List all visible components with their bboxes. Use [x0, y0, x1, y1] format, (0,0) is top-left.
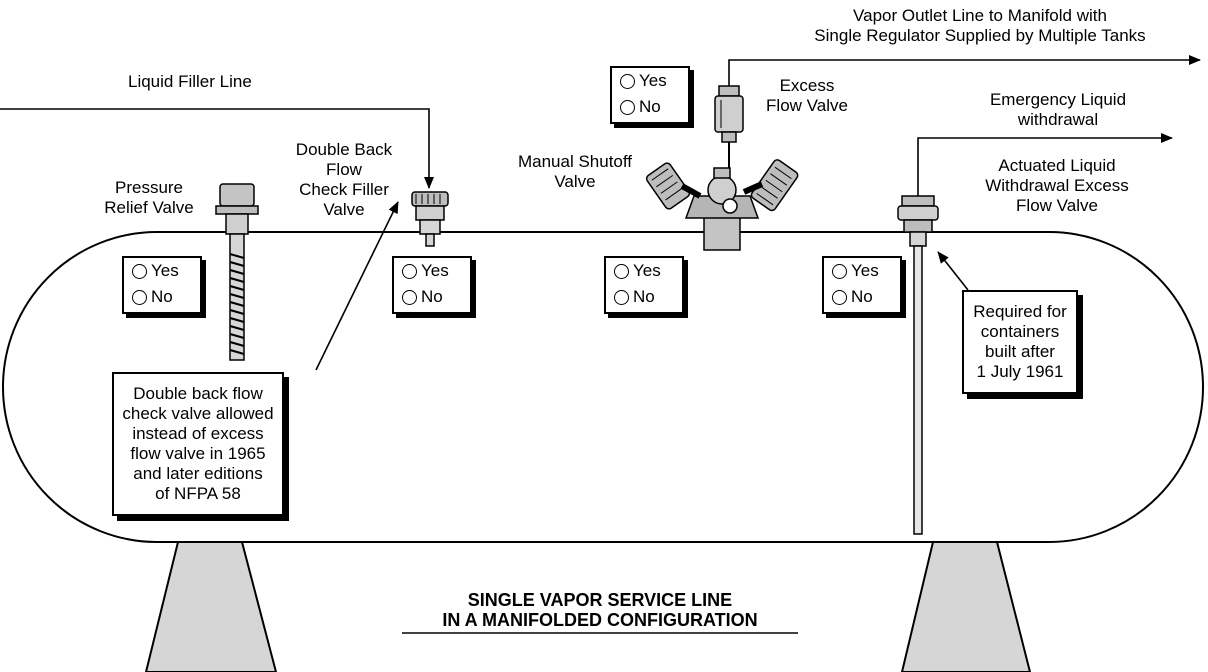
double-back-label: Double Back Flow Check Filler Valve	[264, 140, 424, 220]
no-label: No	[633, 287, 655, 306]
double-back-label-line1: Double Back	[295, 140, 393, 159]
double-back-note-line4: flow valve in 1965	[130, 444, 266, 463]
required-note-line4: 1 July 1961	[976, 362, 1064, 381]
double-back-yes-no-box: Yes No	[392, 256, 472, 314]
manual-shutoff-yes-no-box: Yes No	[604, 256, 684, 314]
manual-shutoff-label: Manual Shutoff Valve	[500, 152, 650, 192]
actuated-valve	[897, 195, 939, 535]
note-pointer-actuated	[937, 251, 969, 291]
actuated-liquid-yes-no-box: Yes No	[822, 256, 902, 314]
required-note-line1: Required for	[973, 302, 1067, 321]
required-note-line3: built after	[985, 342, 1055, 361]
double-back-no-option[interactable]: No	[394, 284, 470, 310]
double-back-label-line3: Check Filler	[299, 180, 389, 199]
pressure-relief-yes-option[interactable]: Yes	[124, 258, 200, 284]
pressure-relief-no-option[interactable]: No	[124, 284, 200, 310]
no-label: No	[421, 287, 443, 306]
yes-label: Yes	[633, 261, 661, 280]
liquid-filler-label: Liquid Filler Line	[128, 72, 252, 91]
radio-icon[interactable]	[832, 289, 847, 305]
no-label: No	[151, 287, 173, 306]
excess-flow-label: Excess Flow Valve	[748, 76, 866, 116]
yes-label: Yes	[421, 261, 449, 280]
pressure-relief-label: Pressure Relief Valve	[84, 178, 214, 218]
vapor-outlet-label: Vapor Outlet Line to Manifold with Singl…	[730, 6, 1208, 46]
yes-label: Yes	[851, 261, 879, 280]
actuated-label: Actuated Liquid Withdrawal Excess Flow V…	[946, 156, 1168, 216]
double-back-label-line2: Flow	[326, 160, 362, 179]
manual-shutoff-label-line2: Valve	[554, 172, 596, 191]
yes-label: Yes	[639, 71, 667, 90]
radio-icon[interactable]	[620, 73, 635, 89]
no-label: No	[851, 287, 873, 306]
required-note: Required for containers built after 1 Ju…	[962, 290, 1078, 394]
pressure-relief-yes-no-box: Yes No	[122, 256, 202, 314]
emergency-label-line2: withdrawal	[1017, 110, 1099, 129]
caption-line1: SINGLE VAPOR SERVICE LINE	[467, 590, 733, 610]
manual-shutoff-yes-option[interactable]: Yes	[606, 258, 682, 284]
vapor-outlet-label-line1: Vapor Outlet Line to Manifold with	[853, 6, 1107, 25]
tank-body	[2, 231, 1204, 543]
actuated-liquid-yes-option[interactable]: Yes	[824, 258, 900, 284]
excess-flow-no-option[interactable]: No	[612, 94, 688, 120]
radio-icon[interactable]	[620, 99, 635, 115]
double-back-note-line5: and later editions	[133, 464, 263, 483]
excess-flow-label-line2: Flow Valve	[766, 96, 848, 115]
actuated-liquid-no-option[interactable]: No	[824, 284, 900, 310]
excess-flow-yes-no-box: Yes No	[610, 66, 690, 124]
emergency-withdrawal-line	[917, 133, 1173, 198]
caption-line2: IN A MANIFOLDED CONFIGURATION	[442, 610, 758, 630]
emergency-label: Emergency Liquid withdrawal	[938, 90, 1178, 130]
liquid-filler-line	[0, 108, 434, 189]
no-label: No	[639, 97, 661, 116]
double-back-note: Double back flow check valve allowed ins…	[112, 372, 284, 516]
radio-icon[interactable]	[614, 263, 629, 279]
pressure-relief-label-line1: Pressure	[114, 178, 184, 197]
note-pointer-filler	[315, 201, 399, 371]
excess-flow-label-line1: Excess	[779, 76, 835, 95]
excess-flow-valve	[714, 85, 744, 168]
double-back-note-line1: Double back flow	[133, 384, 263, 403]
diagram-caption: SINGLE VAPOR SERVICE LINE IN A MANIFOLDE…	[400, 590, 800, 630]
radio-icon[interactable]	[402, 263, 417, 279]
radio-icon[interactable]	[402, 289, 417, 305]
pressure-relief-valve	[215, 183, 259, 361]
emergency-label-line1: Emergency Liquid	[989, 90, 1127, 109]
radio-icon[interactable]	[132, 263, 147, 279]
radio-icon[interactable]	[832, 263, 847, 279]
actuated-label-line2: Withdrawal Excess	[985, 176, 1129, 195]
double-back-note-line2: check valve allowed	[122, 404, 274, 423]
double-back-note-line6: of NFPA 58	[155, 484, 241, 503]
yes-label: Yes	[151, 261, 179, 280]
actuated-label-line1: Actuated Liquid	[998, 156, 1116, 175]
manual-shutoff-no-option[interactable]: No	[606, 284, 682, 310]
radio-icon[interactable]	[132, 289, 147, 305]
left-saddle	[144, 541, 278, 672]
double-back-note-line3: instead of excess	[132, 424, 264, 443]
manual-shutoff-valve	[645, 159, 799, 251]
pressure-relief-label-line2: Relief Valve	[104, 198, 194, 217]
actuated-label-line3: Flow Valve	[1016, 196, 1098, 215]
required-note-line2: containers	[980, 322, 1060, 341]
excess-flow-yes-option[interactable]: Yes	[612, 68, 688, 94]
right-saddle	[900, 541, 1032, 672]
double-back-label-line4: Valve	[323, 200, 365, 219]
vapor-outlet-label-line2: Single Regulator Supplied by Multiple Ta…	[814, 26, 1146, 45]
filler-valve	[411, 191, 449, 247]
radio-icon[interactable]	[614, 289, 629, 305]
manual-shutoff-label-line1: Manual Shutoff	[517, 152, 633, 171]
double-back-yes-option[interactable]: Yes	[394, 258, 470, 284]
